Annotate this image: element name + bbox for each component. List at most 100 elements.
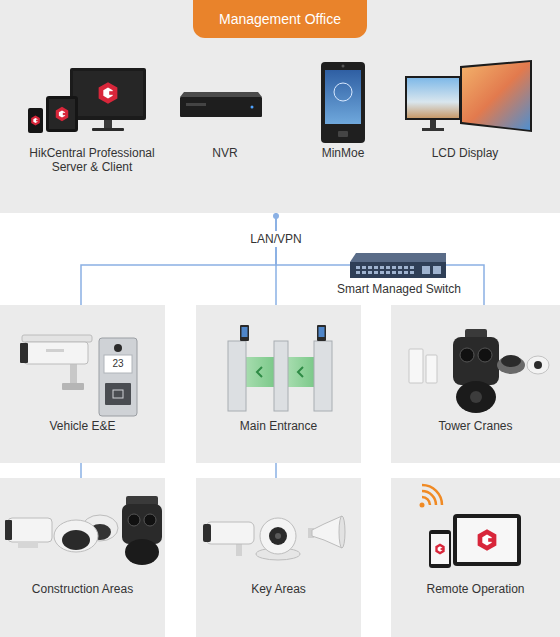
bullet-camera (20, 335, 92, 390)
dome-cameras-part (54, 520, 98, 552)
ptz-camera (122, 496, 162, 565)
turnstile-gates-part (274, 341, 288, 411)
switch-icon-part (350, 262, 446, 278)
switch-icon-part (398, 266, 402, 269)
minmoe-terminal-part (334, 83, 352, 101)
ptz-camera-part (125, 539, 159, 565)
area-label: Main Entrance (200, 419, 357, 433)
client-devices-part (70, 68, 146, 120)
network-link (81, 213, 276, 305)
turret-camera (256, 518, 300, 560)
panel-title: Management Office (193, 0, 367, 38)
bullet-camera-part (203, 524, 211, 542)
ptz-camera-part (144, 514, 156, 526)
device-slot: NVR (170, 146, 280, 160)
client-devices-part (28, 108, 43, 133)
phone-icon-part (435, 544, 444, 555)
tablet-icon-part (478, 529, 497, 551)
ptz-camera-part (460, 348, 474, 362)
ptz-camera-part (122, 504, 162, 544)
client-devices-part (104, 120, 112, 128)
area-panel: Vehicle E&E (0, 305, 165, 463)
bullet-camera-part (62, 383, 84, 390)
bullet-camera-part (236, 544, 242, 556)
turnstile-gates-part (246, 357, 274, 387)
switch-icon-part (350, 253, 446, 262)
ptz-camera (453, 329, 499, 413)
area-panel: Tower Cranes (391, 305, 560, 463)
device-slot: MinMoe (288, 146, 398, 160)
area-label: Key Areas (200, 582, 357, 596)
area-label: Remote Operation (395, 582, 556, 596)
switch-icon-part (404, 271, 408, 274)
ptz-camera-part (470, 391, 482, 403)
lcd-displays-part (430, 120, 436, 128)
phone-icon (429, 530, 451, 568)
switch-icon-part (374, 266, 378, 269)
ptz-camera-part (478, 348, 492, 362)
header-tab: Management Office (193, 0, 367, 38)
nvr-icon (180, 92, 262, 117)
device-slot: LCD Display (410, 146, 520, 160)
minmoe-terminal-part (321, 62, 365, 143)
tablet-icon-part (457, 518, 517, 562)
area-slot: Construction Areas (4, 582, 161, 596)
area-panel: Remote Operation (391, 478, 560, 637)
switch-icon-part (386, 271, 390, 274)
switch-icon-part (374, 271, 378, 274)
bullet-camera (203, 522, 254, 556)
phone-icon-part (431, 534, 449, 564)
device-label: Smart Managed Switch (337, 282, 461, 296)
area-panel: Construction Areas (0, 478, 165, 637)
area-panel: Key Areas (196, 478, 361, 637)
key-area-devices (196, 478, 361, 637)
phone-icon-part (429, 530, 451, 568)
area-label: Vehicle E&E (4, 419, 161, 433)
network-link (80, 463, 82, 478)
area-slot: Vehicle E&E (4, 419, 161, 433)
switch-icon-part (410, 271, 414, 274)
nvr-icon-part (251, 106, 254, 109)
switch-icon (350, 253, 446, 278)
turret-camera-part (260, 518, 296, 554)
bullet-camera-part (5, 520, 12, 540)
switch-icon-part (380, 271, 384, 274)
device-label: LCD Display (410, 146, 520, 160)
switch-icon-part (404, 266, 408, 269)
switch-icon-part (380, 266, 384, 269)
switch-icon-part (386, 266, 390, 269)
area-slot: Tower Cranes (395, 419, 556, 433)
switch-icon-part (422, 266, 430, 274)
turret-camera-part (269, 527, 287, 545)
dome-cameras (54, 515, 118, 552)
area-label: Construction Areas (4, 582, 161, 596)
device-label-slot: Smart Managed Switch (337, 282, 461, 296)
bullet-camera-part (46, 349, 64, 352)
wifi-symbol-part (422, 491, 436, 505)
turnstile-gates-part (298, 367, 303, 377)
device-label: MinMoe (288, 146, 398, 160)
office-panel: Management OfficeHikCentral Professional… (0, 0, 560, 213)
device-label: HikCentral Professional Server & Client (17, 146, 167, 174)
client-devices-part (56, 107, 68, 121)
area-label: Tower Cranes (395, 419, 556, 433)
speaker-horn (308, 516, 345, 548)
minmoe-terminal-part (338, 131, 348, 137)
switch-icon-part (362, 271, 366, 274)
construction-devices (0, 478, 165, 637)
dome-cameras-part (527, 356, 549, 374)
ptz-camera-part (453, 337, 499, 385)
dome-cameras-part (62, 530, 90, 550)
minmoe-terminal (321, 62, 365, 143)
switch-icon-part (362, 266, 366, 269)
turnstile-gates-part (257, 367, 262, 377)
speaker-horn-part (339, 516, 345, 548)
radar-units-part (409, 349, 423, 383)
turnstile-gates-part (314, 341, 332, 411)
network-link (276, 213, 484, 305)
intercom-panel (99, 338, 137, 416)
network-link (275, 463, 277, 478)
switch-icon-part (368, 266, 372, 269)
